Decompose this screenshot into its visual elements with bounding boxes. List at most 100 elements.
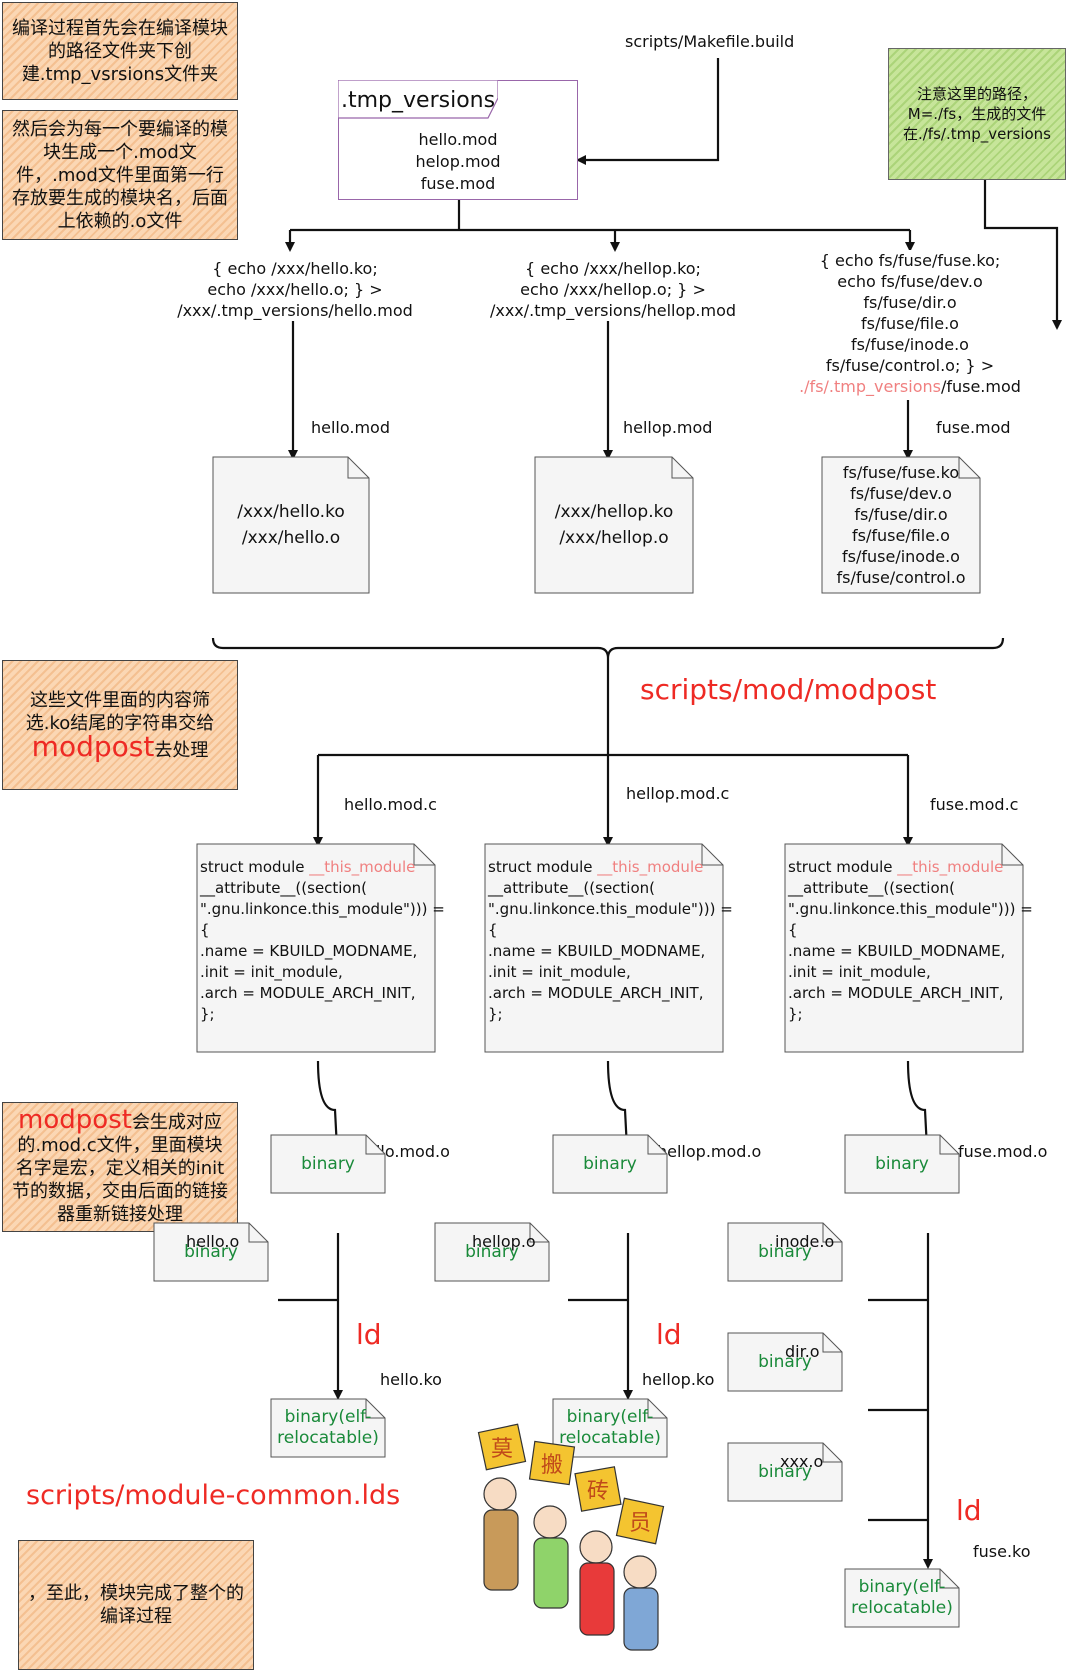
note-finish: ，至此，模块完成了整个的编译过程 — [18, 1540, 254, 1670]
mod-file-line: /xxx/hello.ko — [237, 502, 345, 522]
binary-label: binary — [758, 1461, 812, 1482]
dir-o-label: dir.o — [785, 1342, 820, 1361]
binary-label: binary — [758, 1351, 812, 1372]
echo-line: fs/fuse/inode.o — [851, 335, 969, 354]
tmp-versions-tab — [338, 80, 498, 119]
code-line: ".gnu.linkonce.this_module"))) = — [200, 900, 445, 918]
hello-mod-c-file: struct module __this_module __attribute_… — [196, 843, 445, 1053]
elf-line: relocatable) — [277, 1428, 379, 1448]
hellop-o-label: hellop.o — [472, 1232, 536, 1251]
mod-file-line: fs/fuse/fuse.ko — [842, 463, 960, 482]
dir-o-binary: binary — [727, 1332, 843, 1392]
echo-line: { echo /xxx/hellop.ko; — [525, 259, 701, 278]
echo-path-black: /fuse.mod — [940, 377, 1021, 396]
mod-file-line: fs/fuse/inode.o — [842, 547, 960, 566]
tmp-versions-file: helop.mod — [415, 152, 501, 171]
note-filter-text-end: 去处理 — [154, 739, 209, 761]
mod-file-line: /xxx/hellop.o — [559, 528, 669, 548]
elf-line: binary(elf- — [566, 1407, 654, 1427]
echo-line: fs/fuse/dir.o — [863, 293, 957, 312]
mod-file-line: fs/fuse/file.o — [852, 526, 950, 545]
code-line: .arch = MODULE_ARCH_INIT, — [200, 984, 416, 1002]
hello-ko-binary: binary(elf-relocatable) — [270, 1398, 386, 1458]
code-line: ".gnu.linkonce.this_module"))) = — [488, 900, 733, 918]
code-line: }; — [488, 1005, 503, 1023]
note-create-tmp-versions: 编译过程首先会在编译模块的路径文件夹下创建.tmp_vsrsions文件夹 — [2, 2, 238, 100]
echo-line: { echo fs/fuse/fuse.ko; — [819, 251, 1001, 270]
mod-file-line: fs/fuse/control.o — [836, 568, 966, 587]
code-block: struct module __this_module __attribute_… — [788, 857, 1033, 1025]
code-struct: struct module — [788, 858, 898, 876]
tmp-versions-file: hello.mod — [418, 130, 498, 149]
code-this-module: __this_module — [309, 858, 416, 876]
xxx-o-label: xxx.o — [780, 1452, 824, 1471]
note-filter-modpost: modpost — [31, 729, 155, 763]
code-line: __attribute__((section( — [488, 879, 656, 897]
xxx-o-binary: binary — [727, 1442, 843, 1502]
elf-line: binary(elf- — [858, 1577, 946, 1597]
hello-mod-file: /xxx/hello.ko /xxx/hello.o — [212, 456, 370, 594]
echo-hello: { echo /xxx/hello.ko; echo /xxx/hello.o;… — [150, 258, 440, 321]
hello-mod-c-label: hello.mod.c — [344, 795, 437, 814]
note-path-hint: 注意这里的路径，M=./fs，生成的文件在./fs/.tmp_versions — [888, 48, 1066, 180]
code-line: __attribute__((section( — [200, 879, 368, 897]
modpost-label: scripts/mod/modpost — [640, 673, 937, 706]
elf-line: relocatable) — [559, 1428, 661, 1448]
code-line: __attribute__((section( — [788, 879, 956, 897]
note-modpost-generates: modpost会生成对应的.mod.c文件，里面模块名字是宏，定义相关的init… — [2, 1102, 238, 1232]
code-line: .arch = MODULE_ARCH_INIT, — [488, 984, 704, 1002]
echo-path-red: ./fs/.tmp_versions — [799, 377, 941, 396]
echo-line: echo fs/fuse/dev.o — [837, 272, 983, 291]
binary-label: binary — [184, 1241, 238, 1262]
echo-line: { echo /xxx/hello.ko; — [212, 259, 378, 278]
hello-o-label: hello.o — [186, 1232, 240, 1251]
fuse-mod-c-label: fuse.mod.c — [930, 795, 1019, 814]
echo-line: fs/fuse/file.o — [861, 314, 959, 333]
binary-label: binary — [758, 1241, 812, 1262]
code-line: .arch = MODULE_ARCH_INIT, — [788, 984, 1004, 1002]
code-line: ".gnu.linkonce.this_module"))) = — [788, 900, 1033, 918]
hellop-o-binary: binary — [434, 1222, 550, 1282]
binary-label: binary — [875, 1153, 929, 1174]
code-line: { — [788, 921, 798, 939]
fuse-mod-o-binary: binary — [844, 1134, 960, 1194]
fuse-ko-binary: binary(elf-relocatable) — [844, 1568, 960, 1628]
echo-fuse: { echo fs/fuse/fuse.ko; echo fs/fuse/dev… — [770, 250, 1050, 397]
code-struct: struct module — [488, 858, 598, 876]
hellop-mod-c-file: struct module __this_module __attribute_… — [484, 843, 733, 1053]
echo-line: /xxx/.tmp_versions/hello.mod — [177, 301, 413, 320]
note-modpost-red: modpost — [18, 1104, 132, 1135]
hellop-ko-binary: binary(elf-relocatable) — [552, 1398, 668, 1458]
binary-label: binary — [465, 1241, 519, 1262]
sticker-char: 莫 — [491, 1437, 513, 1462]
note-generate-mod-files: 然后会为每一个要编译的模块生成一个.mod文件，.mod文件里面第一行存放要生成… — [2, 110, 238, 240]
echo-hellop: { echo /xxx/hellop.ko; echo /xxx/hellop.… — [463, 258, 763, 321]
code-line: .init = init_module, — [788, 963, 931, 981]
hello-ko-label: hello.ko — [380, 1370, 442, 1389]
code-line: .init = init_module, — [200, 963, 343, 981]
hellop-mod-c-label: hellop.mod.c — [626, 784, 730, 803]
fuse-ko-label: fuse.ko — [973, 1542, 1031, 1561]
makefile-label: scripts/Makefile.build — [625, 32, 795, 51]
elf-line: relocatable) — [851, 1598, 953, 1618]
code-block: struct module __this_module __attribute_… — [200, 857, 445, 1025]
sticker-char: 砖 — [587, 1479, 609, 1504]
mod-file-line: fs/fuse/dir.o — [854, 505, 948, 524]
code-block: struct module __this_module __attribute_… — [488, 857, 733, 1025]
binary-label: binary — [301, 1153, 355, 1174]
code-line: .init = init_module, — [488, 963, 631, 981]
elf-binary-label: binary(elf-relocatable) — [844, 1568, 960, 1628]
code-line: }; — [200, 1005, 215, 1023]
hellop-mod-label: hellop.mod — [623, 418, 713, 437]
ld-label-hellop: ld — [656, 1318, 682, 1351]
code-line: { — [488, 921, 498, 939]
module-common-lds-label: scripts/module-common.lds — [26, 1480, 401, 1511]
fuse-mod-file: fs/fuse/fuse.ko fs/fuse/dev.o fs/fuse/di… — [821, 456, 981, 594]
code-line: .name = KBUILD_MODNAME, — [488, 942, 706, 960]
note-filter-ko: 这些文件里面的内容筛选.ko结尾的字符串交给modpost去处理 — [2, 660, 238, 790]
elf-line: binary(elf- — [284, 1407, 372, 1427]
hellop-mod-o-label: hellop.mod.o — [657, 1142, 762, 1161]
tmp-versions-title: .tmp_versions — [341, 88, 496, 113]
